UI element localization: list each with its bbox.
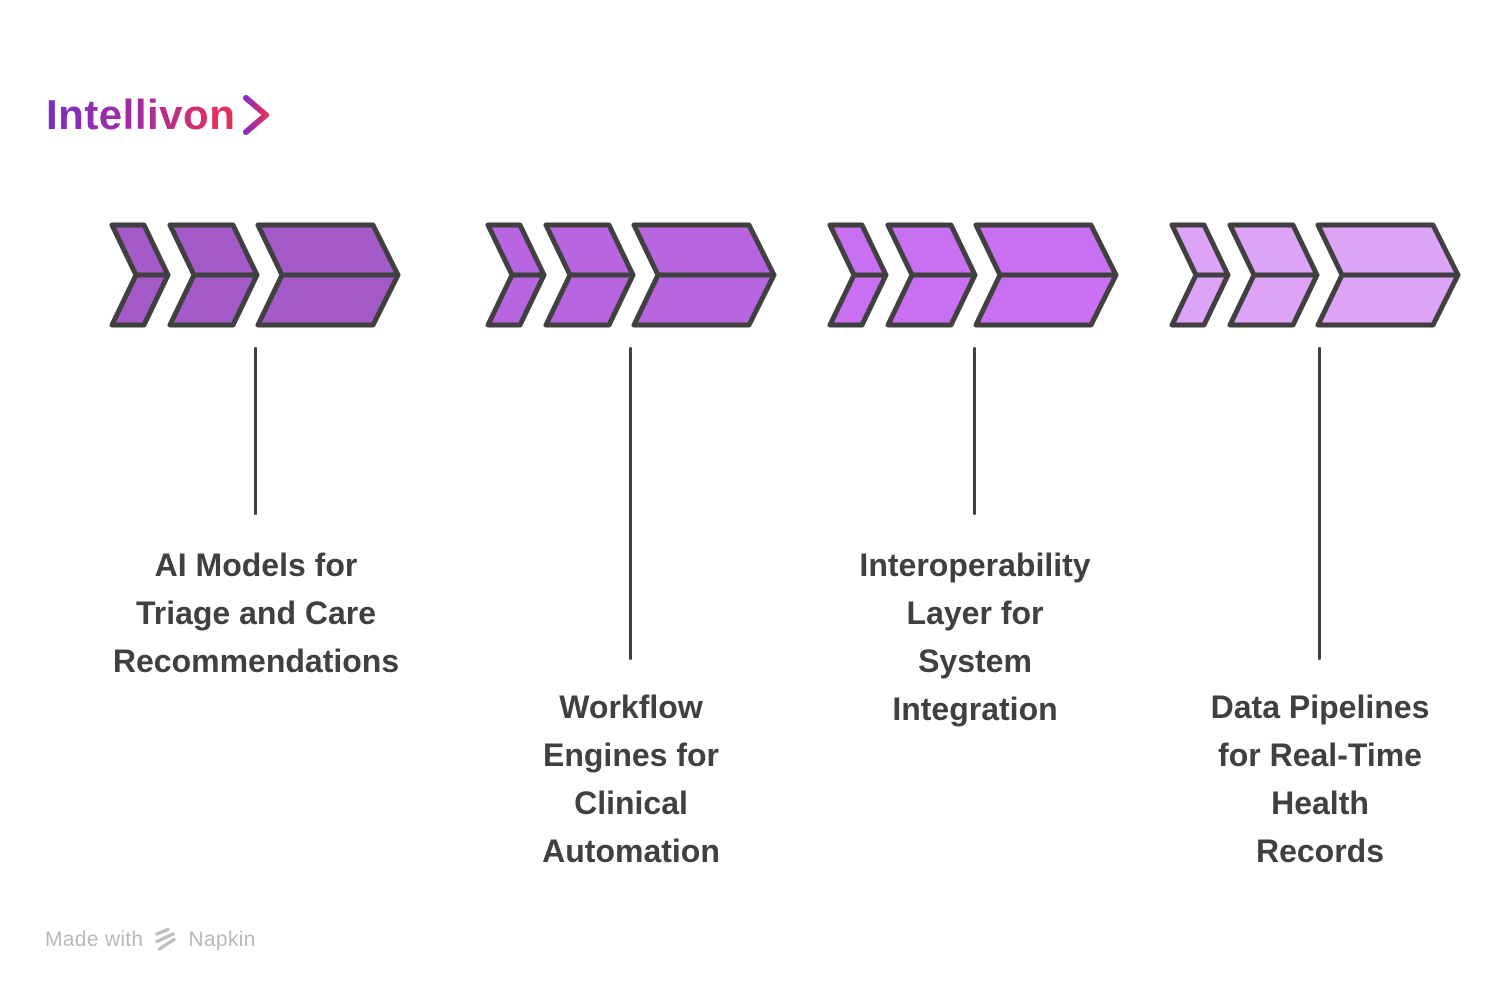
stage-label-1-line-3: Recommendations <box>112 643 400 679</box>
stage-arrow-group-4 <box>1169 222 1461 328</box>
logo-text: Intellivon <box>46 91 236 138</box>
watermark-prefix: Made with <box>45 928 144 951</box>
stage-label-4-line-2: for Real-Time <box>1218 737 1422 773</box>
stage-label-3-line-1: Interoperability <box>859 547 1091 583</box>
stage-label-2-line-2: Engines for <box>542 737 719 773</box>
watermark-brand: Napkin <box>188 928 256 951</box>
napkin-watermark: Made with Napkin <box>45 926 256 954</box>
stage-label-2-line-3: Clinical <box>574 785 688 821</box>
logo: Intellivon <box>46 93 271 137</box>
connector-line-4 <box>1318 347 1321 660</box>
stage-label-3-line-4: Integration <box>892 691 1058 727</box>
stage-label-4-line-1: Data Pipelines <box>1210 689 1430 725</box>
stage-label-3: Interoperability Layer for System Integr… <box>795 541 1155 733</box>
logo-chevron-icon <box>243 95 270 135</box>
stage-label-3-line-3: System <box>918 643 1032 679</box>
stage-label-1: AI Models for Triage and Care Recommenda… <box>76 541 436 685</box>
stage-arrow-group-3 <box>827 222 1119 328</box>
stage-arrow-group-1 <box>109 222 401 328</box>
stage-label-1-line-1: AI Models for <box>154 547 358 583</box>
napkin-logo-icon <box>155 927 177 951</box>
connector-line-1 <box>254 347 257 515</box>
stage-label-1-line-2: Triage and Care <box>135 595 377 631</box>
stage-label-2: Workflow Engines for Clinical Automation <box>451 683 811 875</box>
stage-label-2-line-1: Workflow <box>559 689 703 725</box>
stage-label-4-line-4: Records <box>1255 833 1385 869</box>
stage-label-4: Data Pipelines for Real-Time Health Reco… <box>1140 683 1500 875</box>
stage-label-4-line-3: Health <box>1271 785 1369 821</box>
connector-line-3 <box>973 347 976 515</box>
stage-label-3-line-2: Layer for <box>906 595 1044 631</box>
connector-line-2 <box>629 347 632 660</box>
stage-arrow-group-2 <box>485 222 777 328</box>
stage-label-2-line-4: Automation <box>542 833 720 869</box>
